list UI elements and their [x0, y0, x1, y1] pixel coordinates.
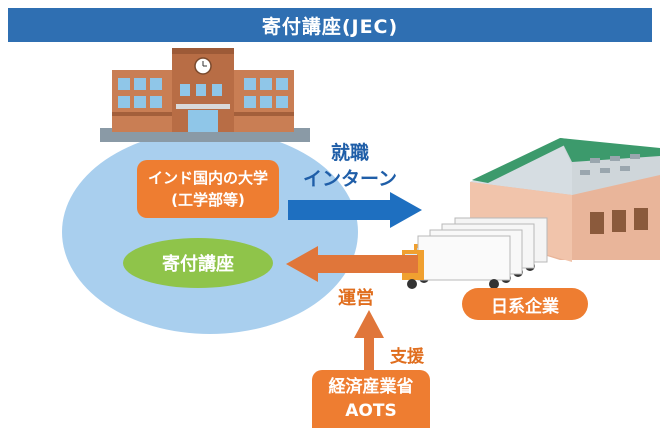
endowed-course-label: 寄付講座: [162, 254, 234, 275]
employment-arrow: [288, 192, 422, 228]
university-box-line2: (工学部等): [171, 191, 245, 209]
meti-aots-box: 経済産業省 AOTS: [312, 370, 430, 428]
employment-label-line1: 就職: [330, 142, 369, 164]
university-box: インド国内の大学 (工学部等): [137, 160, 279, 218]
operation-label-text: 運営: [338, 288, 374, 309]
page-title-text: 寄付講座(JEC): [261, 15, 399, 38]
support-label-text: 支援: [390, 347, 424, 367]
trucks-icon: [402, 217, 548, 289]
university-area-ellipse: [62, 130, 358, 334]
university-building-icon: [100, 48, 310, 142]
meti-aots-line2: AOTS: [345, 401, 397, 421]
employment-label-line2: インターン: [302, 168, 398, 190]
operation-arrow: [286, 246, 418, 282]
operation-label: 運営: [338, 284, 374, 310]
japanese-companies-box: 日系企業: [462, 288, 588, 320]
page-title: 寄付講座(JEC): [8, 8, 652, 42]
meti-aots-line1: 経済産業省: [328, 377, 414, 397]
support-label: 支援: [390, 342, 424, 367]
employment-label: 就職 インターン: [290, 140, 410, 192]
university-box-line1: インド国内の大学: [147, 169, 268, 187]
endowed-course-ellipse: 寄付講座: [123, 238, 273, 288]
japanese-companies-label: 日系企業: [491, 296, 559, 317]
support-arrow: [354, 310, 384, 370]
